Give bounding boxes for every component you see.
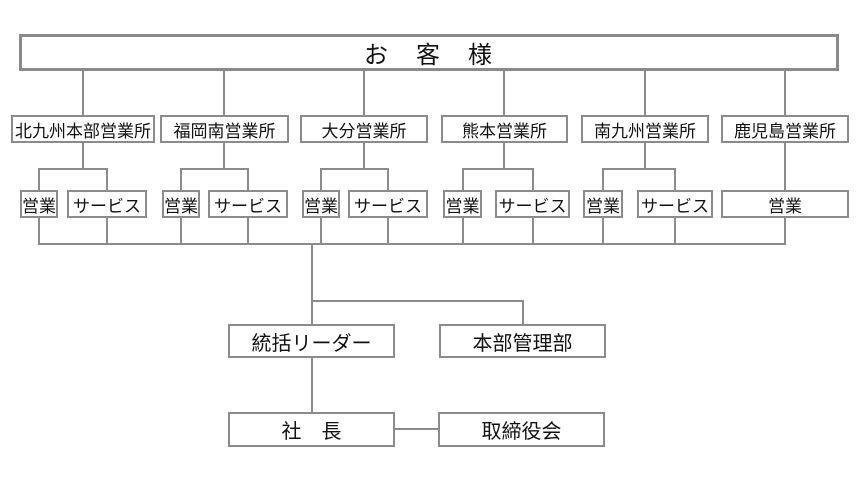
node-sales-5: 営業 (583, 190, 623, 218)
connector-line (363, 142, 365, 170)
connector-line (320, 168, 389, 170)
connector-line (38, 168, 108, 170)
node-board-of-directors: 取締役会 (438, 412, 605, 447)
connector-line (82, 70, 84, 116)
connector-line (784, 70, 786, 116)
connector-line (38, 216, 40, 245)
node-general-leader: 統括リーダー (228, 324, 395, 358)
node-office-kagoshima: 鹿児島営業所 (721, 115, 849, 143)
connector-line (180, 216, 182, 245)
bus-line (38, 243, 786, 245)
connector-line (784, 142, 786, 191)
connector-line (311, 357, 313, 413)
connector-line (311, 243, 313, 325)
connector-line (462, 168, 464, 191)
connector-line (223, 142, 225, 170)
connector-line (602, 216, 604, 245)
node-sales-6: 営業 (721, 190, 849, 218)
connector-line (363, 70, 365, 116)
connector-line (644, 142, 646, 170)
connector-line (674, 216, 676, 245)
node-office-oita: 大分営業所 (300, 115, 428, 143)
node-service-3: サービス (348, 190, 428, 218)
connector-line (82, 142, 84, 170)
node-sales-1: 営業 (20, 190, 58, 218)
node-office-kumamoto: 熊本営業所 (441, 115, 568, 143)
node-office-kitakyushu-honbu: 北九州本部営業所 (11, 115, 155, 143)
node-service-5: サービス (637, 190, 713, 218)
node-sales-4: 営業 (443, 190, 482, 218)
connector-line (503, 70, 505, 116)
connector-line (223, 70, 225, 116)
connector-line (522, 300, 524, 325)
node-service-4: サービス (495, 190, 570, 218)
node-president: 社 長 (228, 412, 395, 447)
connector-line (674, 168, 676, 191)
node-office-minami-kyushu: 南九州営業所 (581, 115, 709, 143)
connector-line (106, 168, 108, 191)
connector-line (602, 168, 676, 170)
node-service-1: サービス (67, 190, 147, 218)
connector-line (38, 168, 40, 191)
connector-line (247, 168, 249, 191)
connector-line (462, 168, 534, 170)
connector-line (311, 300, 524, 302)
connector-line (532, 168, 534, 191)
node-office-fukuoka-minami: 福岡南営業所 (160, 115, 289, 143)
connector-line (387, 168, 389, 191)
connector-line (180, 168, 249, 170)
connector-line (784, 216, 786, 245)
connector-line (602, 168, 604, 191)
connector-line (395, 428, 438, 430)
connector-line (532, 216, 534, 245)
connector-line (644, 70, 646, 116)
node-customer: お 客 様 (19, 34, 839, 71)
node-sales-2: 営業 (162, 190, 200, 218)
node-sales-3: 営業 (302, 190, 340, 218)
connector-line (180, 168, 182, 191)
connector-line (247, 216, 249, 245)
node-hq-admin-dept: 本部管理部 (439, 324, 606, 358)
node-service-2: サービス (208, 190, 288, 218)
connector-line (320, 168, 322, 191)
connector-line (462, 216, 464, 245)
connector-line (106, 216, 108, 245)
connector-line (387, 216, 389, 245)
connector-line (320, 216, 322, 245)
connector-line (503, 142, 505, 170)
